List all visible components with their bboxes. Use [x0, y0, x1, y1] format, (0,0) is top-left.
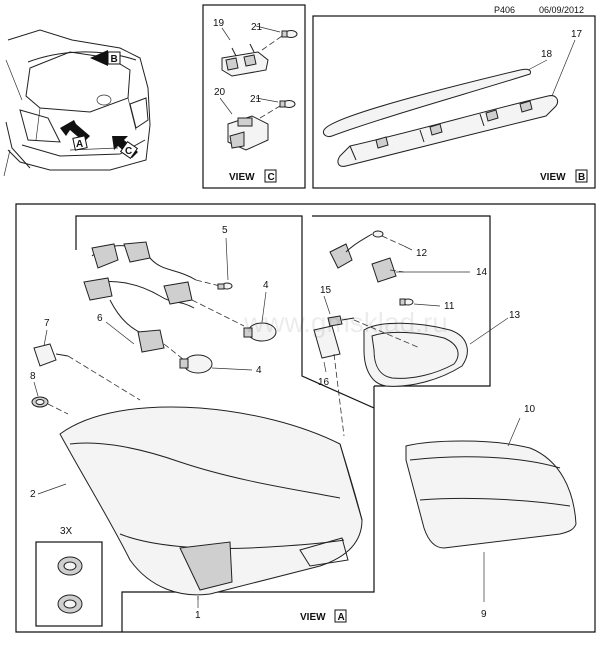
view-c-letter: C: [268, 172, 275, 183]
callout-20: 20: [214, 87, 226, 98]
arrow-a-label: A: [76, 139, 83, 150]
view-a-title: VIEW A: [300, 609, 347, 623]
callout-6: 6: [97, 313, 103, 324]
view-a-label: VIEW: [300, 612, 326, 623]
callout-4-upper: 4: [263, 280, 269, 291]
view-c-frame: [202, 4, 306, 189]
callout-19: 19: [213, 18, 225, 29]
arrow-b: B: [90, 50, 121, 66]
screw-15: [323, 295, 421, 349]
arrow-b-label: B: [111, 54, 118, 65]
callout-1: 1: [195, 610, 201, 621]
diagram-code: P406: [494, 5, 515, 15]
view-b-frame: [312, 15, 596, 189]
rear-lamp-subframe: [312, 215, 491, 387]
view-b-parts: [323, 39, 576, 167]
view-b-label: VIEW: [540, 172, 566, 183]
callout-17: 17: [571, 29, 583, 40]
view-c-title: VIEW C: [229, 169, 277, 183]
callout-11: 11: [444, 301, 455, 312]
callout-16: 16: [318, 377, 330, 388]
view-c-label: VIEW: [229, 172, 255, 183]
callout-21-upper: 21: [251, 22, 263, 33]
view-a-frame: [15, 203, 596, 633]
watermark: www.gmsklad.ru: [243, 307, 448, 338]
callout-14: 14: [476, 267, 488, 278]
bulb-4-upper: [243, 291, 277, 342]
bulb-4-lower: [179, 354, 253, 374]
nut-16: [313, 325, 345, 437]
callout-9: 9: [481, 609, 487, 620]
bulb-5: [217, 237, 233, 290]
callout-2: 2: [30, 489, 36, 500]
wiring-harness: [83, 241, 245, 361]
view-b-title: VIEW B: [540, 169, 588, 183]
view-c-parts: [219, 25, 298, 151]
bulb-holder-12-14: [329, 230, 470, 283]
bulb-11: [399, 298, 441, 307]
tail-light-assembly: [37, 406, 363, 600]
callout-5: 5: [222, 225, 228, 236]
callout-18: 18: [541, 49, 553, 60]
callout-13: 13: [509, 310, 521, 321]
part-8-grommet: [31, 381, 69, 415]
callout-21-lower: 21: [250, 94, 262, 105]
arrow-c: C: [112, 136, 139, 160]
arrow-c-label: C: [125, 146, 132, 157]
callout-10: 10: [524, 404, 536, 415]
diagram-date: 06/09/2012: [539, 5, 584, 15]
callout-3x: 3X: [60, 526, 73, 537]
callout-7: 7: [44, 318, 50, 329]
seal-13: [363, 317, 509, 387]
part-7-retainer: [33, 329, 141, 401]
callout-15: 15: [320, 285, 332, 296]
callout-12: 12: [416, 248, 428, 259]
callout-4-lower: 4: [256, 365, 262, 376]
arrow-a: A: [60, 120, 90, 151]
view-a-letter: A: [338, 612, 345, 623]
grommet-set: [35, 541, 103, 627]
callout-8: 8: [30, 371, 36, 382]
wiring-subframe: [75, 215, 375, 632]
inner-tail-light: [405, 417, 577, 602]
view-b-letter: B: [578, 172, 585, 183]
